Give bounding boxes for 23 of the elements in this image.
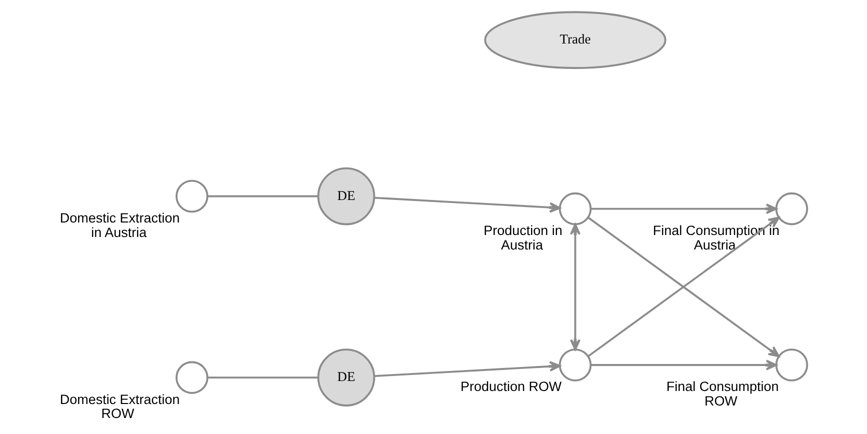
arrow xyxy=(590,204,778,214)
arrow xyxy=(374,361,561,377)
node-label: Final Consumption in Austria xyxy=(652,223,780,252)
node-circle: DE xyxy=(317,348,376,406)
node-ellipse: Trade xyxy=(484,11,666,69)
node-label: Production in Austria xyxy=(484,223,562,252)
connector xyxy=(208,376,318,378)
node-circle xyxy=(558,348,592,382)
node-circle xyxy=(558,192,592,226)
node-label: Production ROW xyxy=(460,379,562,394)
node-circle xyxy=(775,348,808,382)
arrow xyxy=(570,224,581,350)
node-circle xyxy=(775,192,808,226)
node-label: Final Consumption ROW xyxy=(666,379,779,409)
node-circle xyxy=(176,361,208,394)
node-label: Domestic Extraction in Austria xyxy=(60,210,180,240)
arrow xyxy=(587,216,780,358)
node-circle xyxy=(176,180,208,213)
node-circle: DE xyxy=(317,167,376,226)
connector xyxy=(208,195,318,198)
arrow xyxy=(374,196,561,213)
arrow xyxy=(590,360,778,370)
node-label: Domestic Extraction ROW xyxy=(60,392,180,422)
